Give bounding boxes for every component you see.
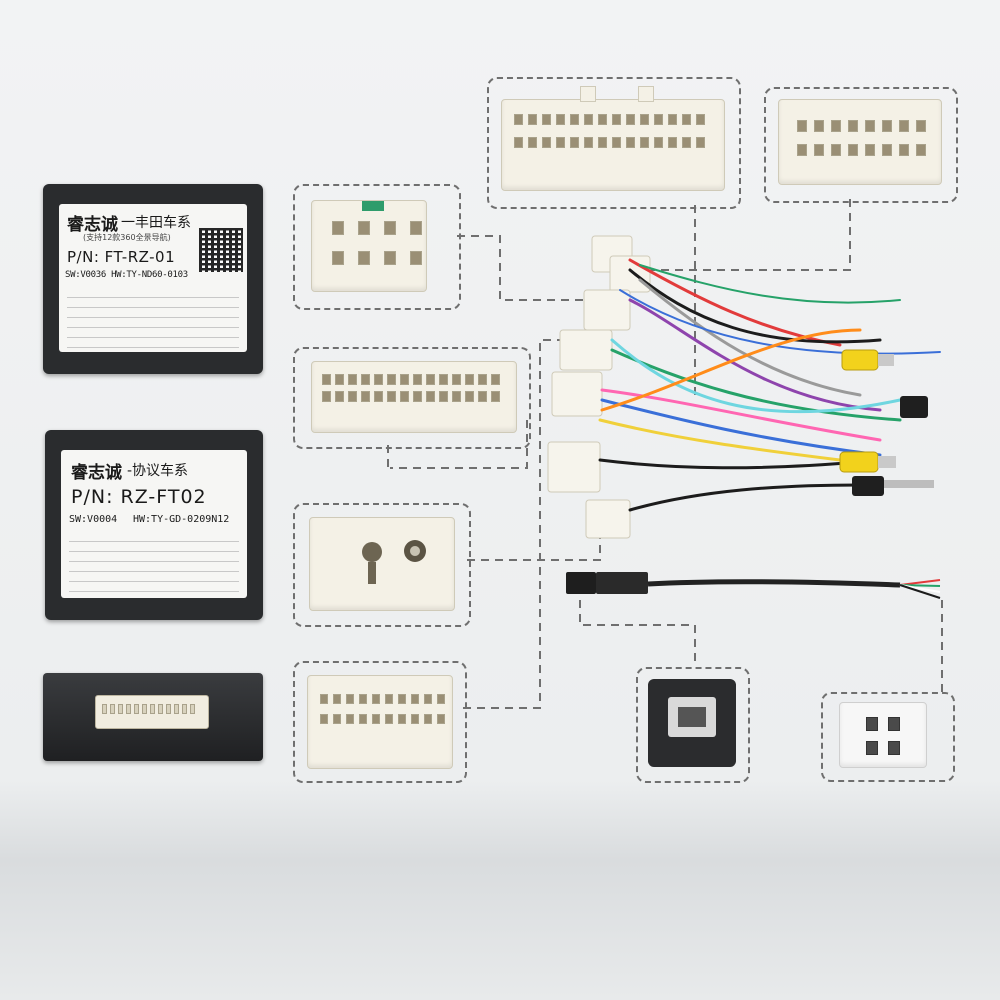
connector-a-green-lock (362, 201, 384, 211)
connector-frame-b (293, 347, 531, 449)
connector-frame-g (636, 667, 750, 783)
connector-frame-a (293, 184, 461, 310)
connector-frame-h (821, 692, 955, 782)
connector-frame-d (293, 661, 467, 783)
connector-h (839, 702, 927, 768)
connector-c (309, 517, 455, 611)
connector-b (311, 361, 517, 433)
connector-f (778, 99, 942, 185)
decoder-2-brand: 睿志诚 (71, 463, 122, 483)
decoder-1-series: 一丰田车系 (121, 215, 191, 231)
decoder-1-note: (支持12款360全景导航) (83, 233, 171, 242)
harness-plugs (547, 235, 651, 539)
decoder-2-software: SW:V0004 (69, 514, 118, 525)
connector-frame-c (293, 503, 471, 627)
connector-g (648, 679, 736, 767)
connector-frame-e (487, 77, 741, 209)
rca-jacks (839, 349, 934, 496)
decoder-1-brand: 睿志诚 (67, 215, 118, 235)
decoder-1-versions: SW:V0036 HW:TY-ND60-0103 (65, 270, 188, 280)
decoder-1-label: 睿志诚 一丰田车系 (支持12款360全景导航) P/N: FT-RZ-01 S… (59, 204, 247, 352)
connector-a (311, 200, 427, 292)
harness-wires (598, 258, 941, 512)
decoder-2-label: 睿志诚 -协议车系 P/N: RZ-FT02 SW:V0004 HW:TY-GD… (61, 450, 247, 598)
decoder-2-fine-print (69, 532, 239, 592)
decoder-port-housing (95, 695, 209, 729)
decoder-2-hardware: HW:TY-GD-0209N12 (133, 514, 230, 525)
connector-c-socket-2 (404, 540, 426, 562)
usb-cable (566, 572, 941, 599)
canbus-decoder-1: 睿志诚 一丰田车系 (支持12款360全景导航) P/N: FT-RZ-01 S… (43, 184, 263, 374)
decoder-2-part-number: P/N: RZ-FT02 (71, 486, 207, 508)
connector-frame-f (764, 87, 958, 203)
canbus-decoder-side (43, 673, 263, 761)
decoder-1-part-number: P/N: FT-RZ-01 (67, 248, 176, 266)
decoder-1-fine-print (67, 288, 239, 348)
decoder-port-pins (102, 704, 195, 714)
connector-d (307, 675, 453, 769)
canbus-decoder-2: 睿志诚 -协议车系 P/N: RZ-FT02 SW:V0004 HW:TY-GD… (45, 430, 263, 620)
connector-e (501, 86, 725, 191)
qr-code-icon (199, 228, 243, 272)
connector-c-socket-1 (362, 542, 382, 562)
decoder-2-series: -协议车系 (127, 463, 189, 479)
